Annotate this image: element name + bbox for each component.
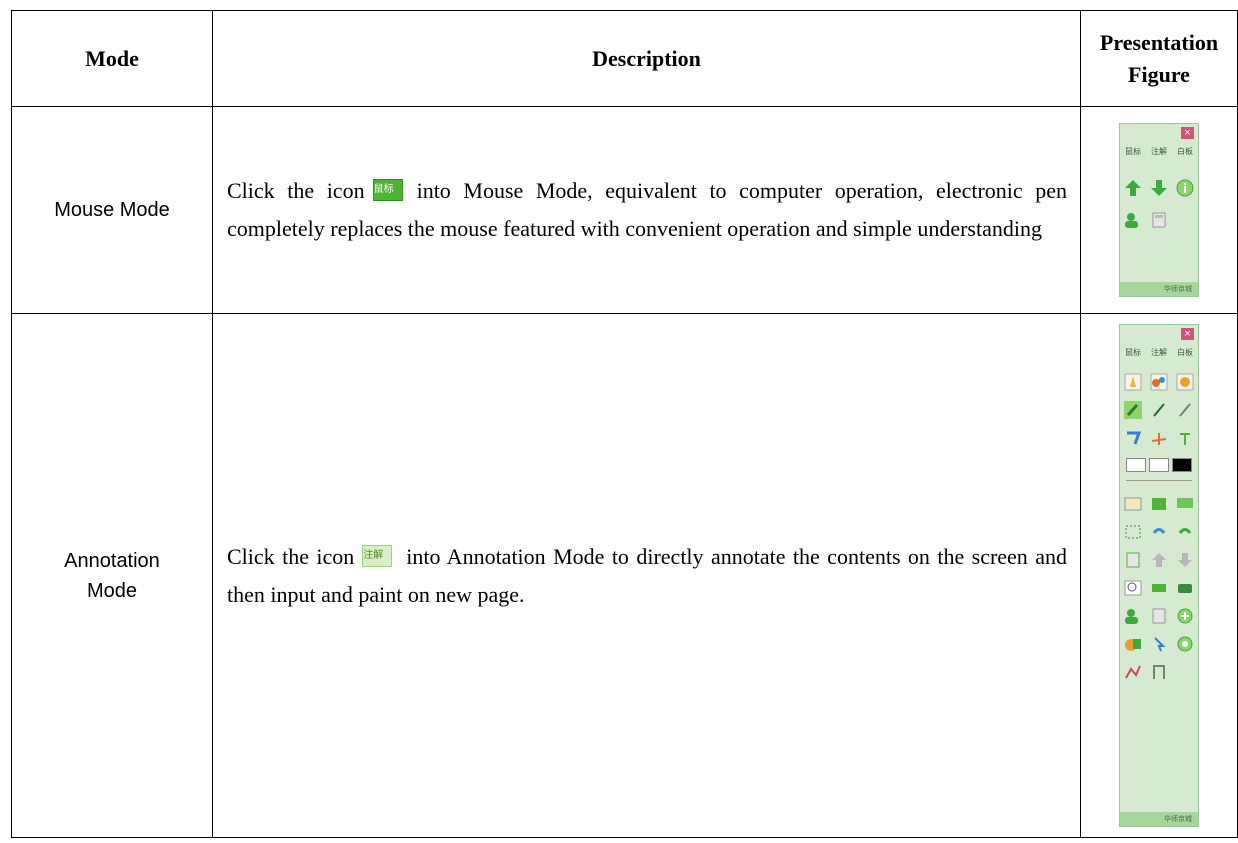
brush-icon (1153, 403, 1165, 417)
line-icon (1151, 433, 1167, 445)
table-header-row: Mode Description Presentation Figure (11, 10, 1238, 107)
mouse-mode-panel-figure: × 鼠标 注解 白板 华师京城 (1119, 123, 1199, 297)
desc-before: Click the icon (227, 178, 365, 203)
panel-tabs: 鼠标 注解 白板 (1120, 347, 1198, 358)
line-width-dropdown (1149, 458, 1169, 472)
redo-icon (1178, 528, 1192, 534)
ruler-icon (1153, 665, 1165, 679)
tab-whiteboard: 白板 (1177, 348, 1193, 357)
mode-name-line1: Annotation (64, 549, 160, 572)
close-icon: × (1181, 328, 1194, 340)
panel-footer: 华师京城 (1120, 282, 1198, 296)
divider (1126, 480, 1192, 481)
tab-mouse: 鼠标 (1125, 147, 1141, 156)
spotlight-icon (1152, 584, 1166, 592)
panel-icons (1120, 179, 1198, 229)
header-figure: Presentation Figure (1080, 10, 1238, 107)
mode-name-line2: Mode (86, 579, 138, 602)
panel-footer: 华师京城 (1120, 812, 1198, 826)
panel-icons (1120, 372, 1198, 448)
color-swatch (1172, 458, 1192, 472)
calculator-icon (1152, 212, 1166, 228)
desc-after: into Mouse Mode, equivalent to computer … (227, 178, 1068, 241)
tab-annotation: 注解 (1151, 147, 1167, 156)
line-style-dropdown (1126, 458, 1146, 472)
panel-tabs: 鼠标 注解 白板 (1120, 146, 1198, 157)
desc-before: Click the icon (227, 543, 355, 569)
settings-icon (1176, 373, 1194, 391)
annotation-mode-icon: 注解 (362, 544, 393, 567)
chart-icon (1125, 665, 1141, 679)
style-selectors (1126, 458, 1192, 472)
mode-table: Mode Description Presentation Figure Mou… (11, 10, 1238, 838)
book-icon (1152, 498, 1166, 510)
header-mode: Mode (11, 10, 213, 107)
tab-whiteboard: 白板 (1177, 147, 1193, 156)
palette-icon (1150, 373, 1168, 391)
desc-after: into Annotation Mode to directly annotat… (227, 543, 1067, 607)
mouse-mode-icon: 鼠标 (372, 179, 403, 201)
monitor-icon (1177, 498, 1193, 508)
calculator-icon (1152, 608, 1166, 624)
page-down-icon (1178, 553, 1192, 567)
panel-tool-icons (1120, 495, 1198, 681)
figure-cell: × 鼠标 注解 白板 华师京城 (1080, 106, 1238, 314)
select-region-icon (1125, 525, 1141, 539)
record-icon (1177, 636, 1193, 652)
page-up-icon (1152, 553, 1166, 567)
eraser-icon (1127, 431, 1142, 445)
header-description: Description (212, 10, 1081, 107)
new-page-icon (1126, 552, 1140, 568)
pencil-icon (1179, 403, 1191, 417)
mode-name: Mouse Mode (11, 106, 213, 314)
tab-annotation: 注解 (1151, 348, 1167, 357)
add-icon (1177, 608, 1193, 624)
shapes-icon (1125, 639, 1141, 651)
info-icon (1176, 179, 1194, 197)
highlighter-icon (1124, 401, 1142, 419)
figure-cell: × 鼠标 注解 白板 (1080, 313, 1238, 838)
magnifier-icon (1124, 580, 1142, 596)
tab-mouse: 鼠标 (1125, 348, 1141, 357)
users-icon (1125, 213, 1138, 228)
camera-icon (1178, 584, 1192, 593)
screen-capture-icon (1124, 497, 1142, 511)
header-figure-line1: Presentation (1099, 29, 1219, 55)
users-icon (1125, 609, 1138, 624)
mode-name: Annotation Mode (11, 313, 213, 838)
pen-holder-icon (1124, 373, 1142, 391)
close-icon: × (1181, 127, 1194, 139)
text-icon (1180, 433, 1190, 445)
undo-icon (1152, 528, 1166, 534)
pointer-icon (1154, 637, 1166, 652)
header-figure-line2: Figure (1128, 61, 1190, 87)
arrow-up-icon (1125, 180, 1141, 196)
annotation-mode-panel-figure: × 鼠标 注解 白板 (1119, 324, 1199, 827)
arrow-down-icon (1151, 180, 1167, 196)
